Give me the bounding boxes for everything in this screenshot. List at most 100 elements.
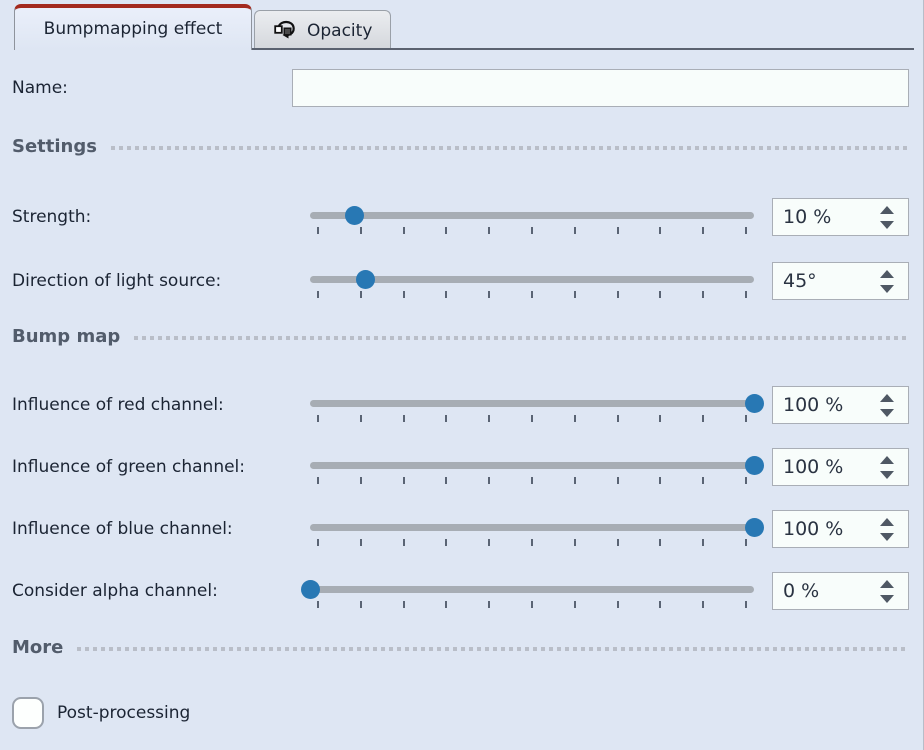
tick-mark [402,415,405,422]
slider-ticks [317,601,747,609]
tick-mark [402,291,405,298]
spinbox-value: 100 % [783,456,844,478]
tick-mark [317,601,319,608]
tick-mark [488,227,491,234]
slider[interactable] [310,508,764,550]
effect-settings-panel: Name: Settings Strength: 10 % Direction … [0,66,923,730]
dotted-separator [134,335,909,340]
tick-mark [488,415,491,422]
slider[interactable] [300,570,754,612]
slider[interactable] [310,260,754,302]
spin-buttons [874,387,900,423]
section-title: Bump map [12,325,121,347]
spin-down-icon[interactable] [880,594,894,603]
spin-down-icon[interactable] [880,470,894,479]
tick-mark [659,227,662,234]
tick-mark [359,227,362,234]
slider-track[interactable] [310,212,754,219]
value-spinbox[interactable]: 100 % [772,386,909,424]
slider-track[interactable] [310,400,754,407]
tick-mark [445,415,448,422]
spin-up-icon[interactable] [880,455,894,464]
tick-mark [616,291,619,298]
tick-mark [530,539,533,546]
spin-buttons [874,449,900,485]
slider-row: Strength: 10 % [0,186,923,248]
slider-handle[interactable] [356,270,375,289]
slider-handle[interactable] [744,456,764,475]
tick-mark [445,291,448,298]
spin-up-icon[interactable] [880,517,894,526]
tick-mark [488,291,491,298]
tick-mark [659,601,662,608]
tick-mark [744,291,747,298]
tick-mark [317,291,319,298]
tick-mark [702,227,705,234]
tick-mark [744,539,747,546]
tab-label: Opacity [307,20,373,41]
tick-mark [744,477,747,484]
slider-handle[interactable] [300,580,320,599]
slider-ticks [317,415,747,423]
slider[interactable] [310,446,764,488]
slider-label: Influence of red channel: [12,395,224,415]
spin-up-icon[interactable] [880,205,894,214]
tab-opacity[interactable]: Opacity [254,10,392,50]
value-spinbox[interactable]: 100 % [772,448,909,486]
slider-track[interactable] [310,586,754,593]
section-title: Settings [12,135,97,157]
value-spinbox[interactable]: 100 % [772,510,909,548]
tick-mark [744,415,747,422]
name-input[interactable] [292,69,909,107]
value-spinbox[interactable]: 10 % [772,198,909,236]
spin-up-icon[interactable] [880,579,894,588]
tick-mark [573,539,576,546]
tick-mark [659,415,662,422]
spin-down-icon[interactable] [880,284,894,293]
slider-row: Influence of red channel: 100 % [0,374,923,436]
tick-mark [359,477,362,484]
value-spinbox[interactable]: 0 % [772,572,909,610]
slider-handle[interactable] [744,518,764,537]
section-header: More [0,633,923,661]
slider[interactable] [310,196,754,238]
spin-buttons [874,511,900,547]
tick-mark [573,477,576,484]
spin-up-icon[interactable] [880,393,894,402]
tick-mark [359,539,362,546]
tick-mark [530,291,533,298]
slider-handle[interactable] [744,394,764,413]
tick-mark [402,227,405,234]
tick-mark [488,477,491,484]
form-rows: Settings Strength: 10 % Direction of lig… [0,132,923,730]
tick-mark [402,601,405,608]
checkbox[interactable] [12,697,44,729]
fade-rotation-icon [273,20,298,41]
tick-mark [359,415,362,422]
slider-track[interactable] [310,524,754,531]
section-title: More [12,636,64,658]
spin-down-icon[interactable] [880,220,894,229]
slider-row: Direction of light source: 45° [0,250,923,312]
tick-mark [744,601,747,608]
slider-handle[interactable] [344,206,364,225]
slider-label: Strength: [12,207,92,227]
spin-up-icon[interactable] [880,269,894,278]
tick-mark [445,539,448,546]
value-spinbox[interactable]: 45° [772,262,909,300]
tab-bumpmapping-effect[interactable]: Bumpmapping effect [14,4,252,50]
tick-mark [317,415,319,422]
tick-mark [616,477,619,484]
slider[interactable] [310,384,764,426]
spin-down-icon[interactable] [880,532,894,541]
tick-mark [659,539,662,546]
tick-mark [573,227,576,234]
tick-mark [702,477,705,484]
name-row: Name: [0,66,923,110]
spin-down-icon[interactable] [880,408,894,417]
dotted-separator [110,145,909,150]
tick-mark [659,477,662,484]
slider-track[interactable] [310,462,754,469]
slider-track[interactable] [310,276,754,283]
spin-buttons [874,199,900,235]
